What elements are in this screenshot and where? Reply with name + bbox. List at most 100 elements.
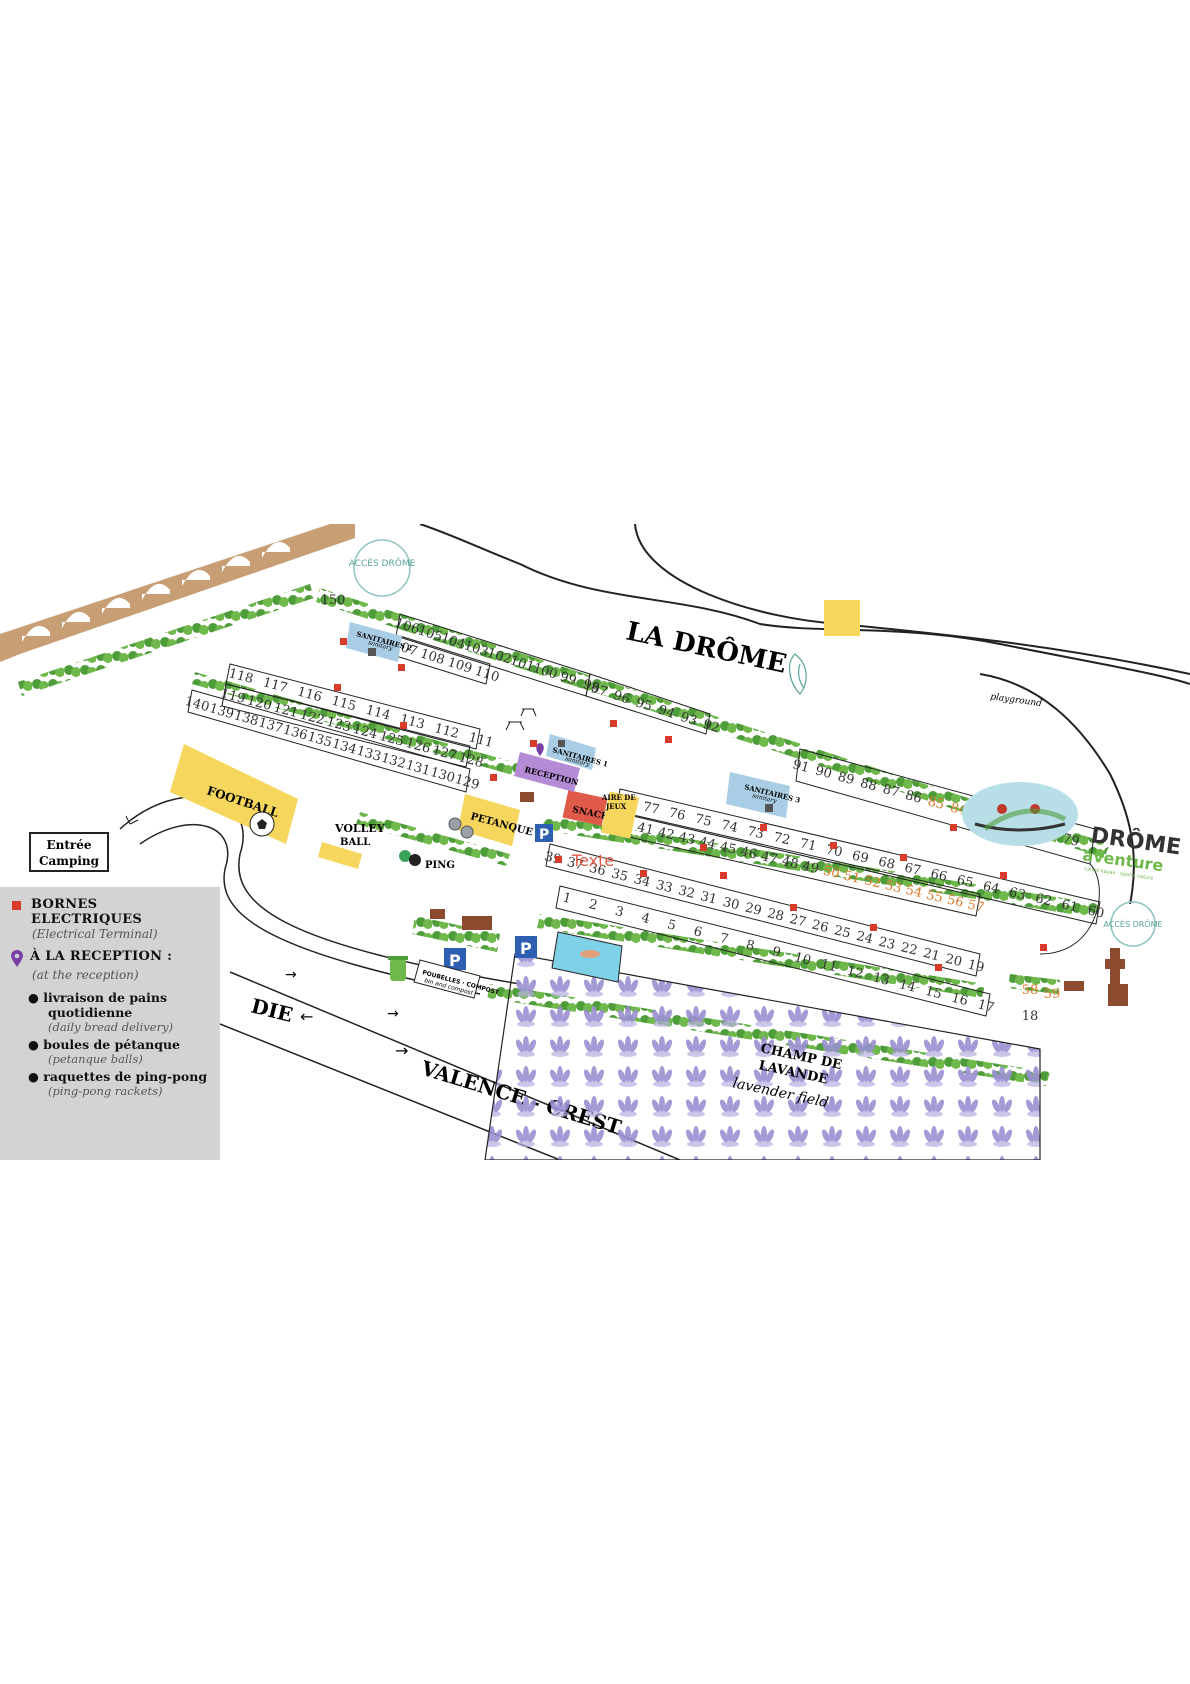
pitch-number: 120 xyxy=(245,693,273,714)
pitch-number: 118 xyxy=(227,666,255,687)
pitch-number: 68 xyxy=(877,855,897,873)
pitch-number: 105 xyxy=(416,623,444,645)
pitch-number: 62 xyxy=(1034,891,1054,909)
pitch-number: 27 xyxy=(788,912,808,931)
svg-text:BALL: BALL xyxy=(340,837,370,848)
pitch-number: 18 xyxy=(1022,1009,1039,1024)
pitch-number: 110 xyxy=(473,664,501,686)
kayak-illustration xyxy=(974,804,1067,832)
pitch-number: 138 xyxy=(232,708,260,729)
svg-text:P: P xyxy=(539,827,549,843)
pitch-number: 5 xyxy=(666,917,678,934)
svg-text:P: P xyxy=(449,951,461,970)
pitch-number: 111 xyxy=(467,730,495,751)
access-drome-right: ACCÈS DRÔME xyxy=(1103,901,1163,947)
reception-building: RECEPTION xyxy=(514,743,580,792)
pitch-number: 116 xyxy=(296,684,324,705)
swimming-pool xyxy=(551,931,623,983)
pitch-number: 6 xyxy=(692,924,704,941)
pitch-number: 29 xyxy=(743,900,763,919)
pitch-number: 106 xyxy=(393,616,421,638)
pitch-number: 93 xyxy=(678,710,698,729)
pitch-number: 140 xyxy=(183,694,211,715)
pitch-number: 131 xyxy=(404,758,432,779)
pitch-number: 108 xyxy=(418,646,446,668)
pitch-number: 63 xyxy=(1008,885,1028,903)
svg-text:PING: PING xyxy=(425,860,455,871)
pitch-number: 76 xyxy=(667,806,687,824)
pitch-number: 65 xyxy=(955,873,975,891)
pitch-number: 137 xyxy=(257,715,285,736)
pitch-number: 11 xyxy=(819,957,839,976)
access-drome-top: ACCÈS DRÔME xyxy=(349,539,416,597)
pitch-number: 128 xyxy=(457,750,485,771)
road-access-inner xyxy=(139,823,481,995)
lavender-field xyxy=(484,953,1041,1160)
parking-icon: P xyxy=(535,824,553,843)
map-legend: BORNES ELECTRIQUES (Electrical Terminal)… xyxy=(0,887,220,1160)
electrical-terminal xyxy=(530,740,537,747)
fish-icon xyxy=(788,653,807,695)
pitch-number: 71 xyxy=(798,836,818,854)
picnic-table-icon xyxy=(505,708,537,731)
legend-reception-label: À LA RECEPTION : xyxy=(30,949,173,964)
legend-item-fr: boules de pétanque xyxy=(43,1037,181,1052)
arrow-road-2: → xyxy=(387,1006,399,1022)
electrical-terminal xyxy=(665,736,672,743)
legend-item-petanque: ● boules de pétanque (petanque balls) xyxy=(10,1037,212,1066)
pitch-number: 37 xyxy=(565,855,585,874)
electrical-terminal xyxy=(950,824,957,831)
pitch-number: 92 xyxy=(701,717,721,736)
playground-aire-de-jeux: AIRE DE JEUX xyxy=(600,791,640,839)
entrance-line-2: Camping xyxy=(38,854,100,868)
yellow-marker xyxy=(824,600,860,636)
legend-item-en: (ping-pong rackets) xyxy=(48,1084,163,1098)
electrical-terminal xyxy=(935,964,942,971)
bridge xyxy=(0,524,355,662)
football-icon xyxy=(249,811,275,837)
pitch-number: 87 xyxy=(881,782,901,801)
pitch-number: 95 xyxy=(634,695,654,714)
pitch-number: 126 xyxy=(404,736,432,757)
arrow-die: ← xyxy=(300,1007,313,1026)
petanque-area: PETANQUE xyxy=(448,794,534,846)
electrical-terminal xyxy=(334,684,341,691)
pitch-number: 75 xyxy=(694,812,714,830)
pitch-number: 100 xyxy=(531,661,559,683)
snack: SNACK xyxy=(562,790,610,826)
volleyball-court: VOLLEY BALL xyxy=(318,822,385,869)
pitch-number: 52 xyxy=(863,873,883,891)
pitch-number: 23 xyxy=(877,935,897,954)
pitch-number: 12 xyxy=(845,964,865,983)
electrical-terminal xyxy=(760,824,767,831)
pitch-number: 33 xyxy=(654,878,674,897)
electrical-terminal xyxy=(1040,944,1047,951)
pitch-number: 19 xyxy=(966,957,986,976)
electrical-terminal xyxy=(790,904,797,911)
location-pin-icon xyxy=(11,950,23,967)
arrow-road-1: → xyxy=(285,967,297,983)
electrical-terminal xyxy=(398,664,405,671)
pitch-number: 85 xyxy=(926,794,946,813)
electrical-terminal xyxy=(610,720,617,727)
legend-item-en: (daily bread delivery) xyxy=(48,1020,174,1034)
sanitaires-3: SANITAIRES 3 sanitary xyxy=(726,772,801,818)
texte-label: Texte xyxy=(571,851,614,870)
pitch-number: 70 xyxy=(824,842,844,860)
pitch-number: 31 xyxy=(699,889,719,908)
pitch-number: 48 xyxy=(780,854,800,872)
pitch-number: 7 xyxy=(718,931,730,948)
legend-item-pingpong: ● raquettes de ping-pong (ping-pong rack… xyxy=(10,1069,212,1098)
pitch-number: 125 xyxy=(378,729,406,750)
svg-text:ACCÈS DRÔME: ACCÈS DRÔME xyxy=(349,557,416,569)
pitch-number: 79 xyxy=(1061,831,1081,850)
electrical-terminal xyxy=(400,722,407,729)
pitch-number: 89 xyxy=(836,770,856,789)
pitch-number: 88 xyxy=(858,776,878,795)
legend-item-bread: ● livraison de pains quotidienne (daily … xyxy=(10,990,212,1034)
river-bank-east xyxy=(979,673,1135,905)
pitch-number: 104 xyxy=(439,631,467,653)
pitch-number: 49 xyxy=(801,859,821,877)
pitch-number: 55 xyxy=(925,888,945,906)
pitch-number: 67 xyxy=(903,861,923,879)
